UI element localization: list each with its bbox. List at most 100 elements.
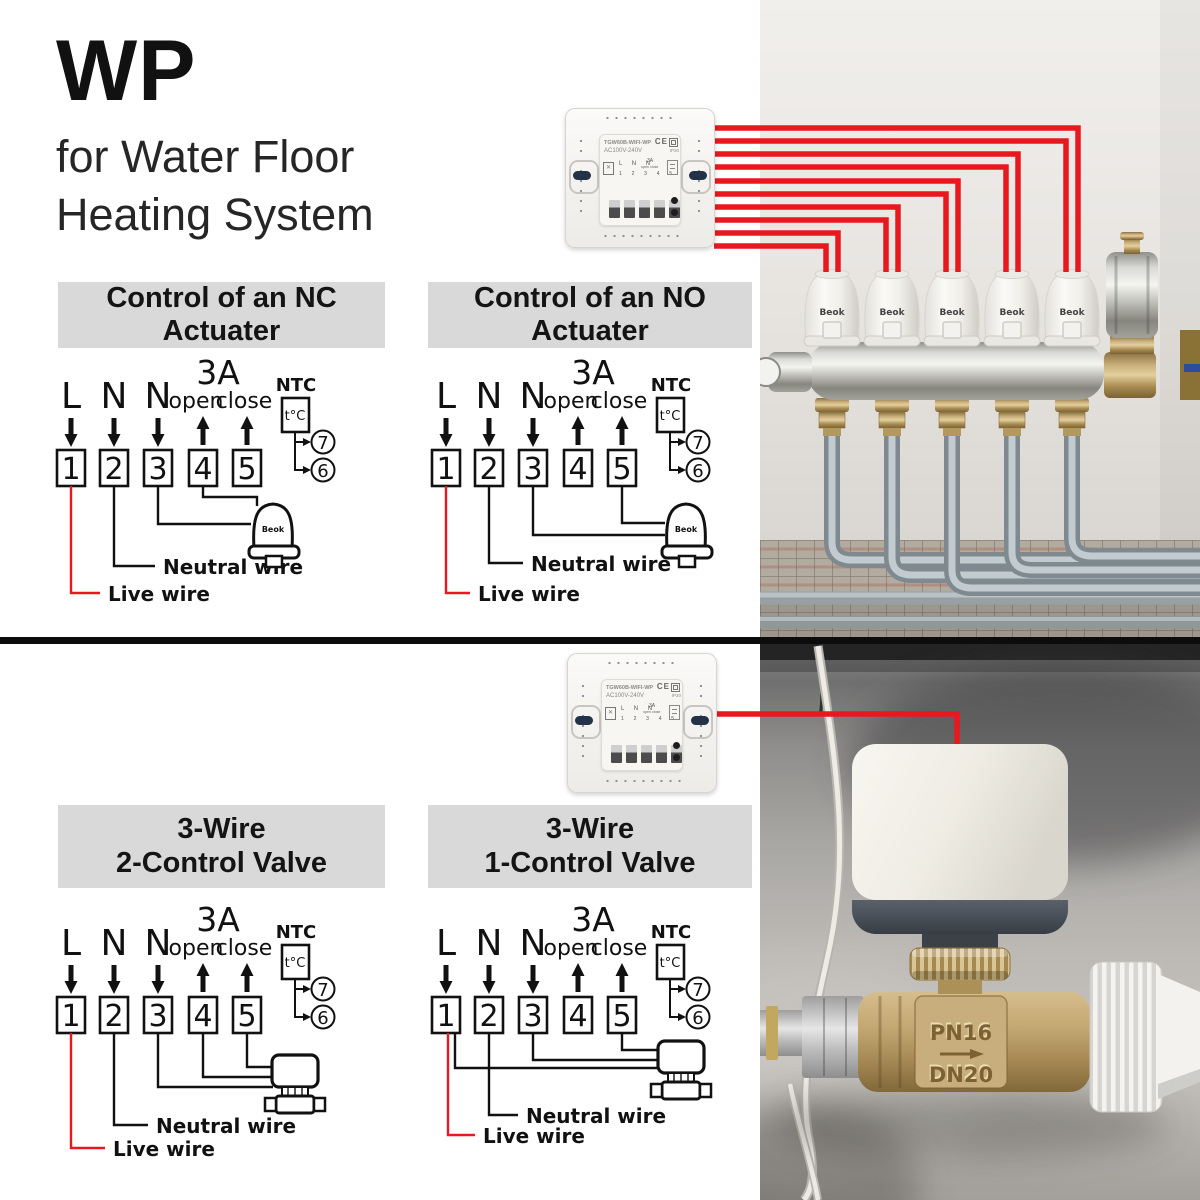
mounting-wing-right [681,160,711,194]
terminal-2: 2 [104,452,123,487]
terminal-5: 5 [237,999,256,1034]
terminal-boxes: 1 2 3 4 5 [55,995,263,1035]
terminal-numbers: 1 2 3 4 5 [619,171,677,177]
label-L: L [436,923,456,964]
label-3A: 3A [196,358,240,392]
down-arrows [439,418,540,447]
header-line: 3-Wire [177,813,266,846]
label-N: N [476,923,503,964]
double-insulation-icon [669,138,678,147]
actuator-brand-label: Beok [999,308,1025,318]
ntc-sensor-box [655,396,686,434]
thermal-actuators: Beok Beok Beok Beok [803,269,1101,347]
neutral-wire-line [487,1033,518,1117]
ce-mark: CE [654,137,668,146]
terminal-letters: L N N [621,706,657,712]
terminal-2: 2 [104,999,123,1034]
double-insulation-icon [671,683,680,692]
section-divider [0,637,1200,644]
actuator-brand: Beok [675,525,698,534]
terminal-1: 1 [436,452,455,487]
node-6: 6 [692,1008,703,1029]
wiring-module: TGW60B-WIFI-WP AC100V-240V CE IP20 ✕ L N… [601,679,683,771]
page-title: WP [56,23,197,119]
voltage-label: AC100V-240V [604,148,643,154]
valve-actuator-head [852,744,1068,994]
voltage-label: AC100V-240V [606,693,645,699]
ip-rating-label: IP20 [671,693,681,698]
ce-mark: CE [656,682,670,691]
node-6: 6 [692,461,703,482]
terminal-numbers: 1 2 3 4 5 [621,716,679,722]
live-wire-line [69,1033,105,1150]
label-N: N [101,376,128,417]
label-close: close [591,389,648,414]
terminal-1: 1 [61,452,80,487]
terminal-block [609,200,680,218]
label-close: close [216,936,273,961]
down-arrows [64,965,165,994]
motorized-valve-icon [263,1053,327,1115]
terminal-2: 2 [479,999,498,1034]
label-close: close [216,389,273,414]
edge-valve [1180,330,1200,400]
label-open: open [169,936,224,961]
relay-diagram-icon [667,160,678,175]
neutral-wire-line [112,1033,148,1127]
mounting-slot-left [575,716,593,725]
amp-rating: 3A [647,158,654,164]
label-N: N [520,923,547,964]
live-wire-label: Live wire [113,1137,215,1161]
ntc-sensor-box [655,943,686,981]
actuator-brand-label: Beok [879,308,905,318]
label-L: L [436,376,456,417]
down-arrows [64,418,165,447]
loop-pipes [824,430,1200,596]
header-line: Actuater [162,315,281,347]
actuator-brand-label: Beok [819,308,845,318]
valve-marking-pn16: PN16 [929,1019,991,1043]
live-wire-line [446,1033,475,1137]
up-arrows [196,416,254,445]
screw [671,209,678,216]
brass-connectors [815,398,1089,436]
header-line: 1-Control Valve [484,846,696,879]
actuator-brand-label: Beok [1059,308,1085,318]
thermostat-back-bottom: TGW60B-WIFI-WP AC100V-240V CE IP20 ✕ L N… [567,653,717,793]
label-N: N [476,376,503,417]
thermostat-back-top: TGW60B-WIFI-WP AC100V-240V CE IP20 ✕ L N… [565,108,715,248]
terminal-5: 5 [612,452,631,487]
header-line: Control of an NC [106,281,337,314]
wire-terminal5 [620,1033,660,1052]
neutral-wire-line [112,486,155,568]
manifold-photo: Beok Beok Beok Beok [760,0,1200,639]
live-wire-label: Live wire [108,582,210,606]
mounting-slot-right [689,171,707,180]
nc-actuator-icon: Beok [247,502,301,569]
wire-terminal1 [453,1033,660,1070]
subtitle-line1: for Water Floor [56,131,355,182]
label-N: N [101,923,128,964]
wiring-module: TGW60B-WIFI-WP AC100V-240V CE IP20 ✕ L N… [599,134,681,226]
terminal-5: 5 [237,452,256,487]
terminal-5: 5 [612,999,631,1034]
valve-marking-dn20: DN20 [929,1063,993,1087]
mounting-wing-left [571,705,601,739]
live-wire-line [444,486,470,595]
mounting-slot-right [691,716,709,725]
label-3A: 3A [571,905,615,939]
node-7: 7 [692,433,703,454]
header-line: 3-Wire [545,813,635,846]
label-close: close [591,936,648,961]
label-N: N [145,376,172,417]
no-actuator-icon: Beok [660,502,714,569]
wire-terminal3 [531,486,665,537]
up-arrows [196,963,254,992]
header-line: 2-Control Valve [115,846,328,879]
valve-marking-dn20: DN20 [928,1061,992,1085]
header-2control-valve: 3-Wire 2-Control Valve [58,805,385,888]
terminal-4: 4 [568,999,587,1034]
terminal-1: 1 [61,999,80,1034]
live-wire-label: Live wire [483,1124,585,1148]
